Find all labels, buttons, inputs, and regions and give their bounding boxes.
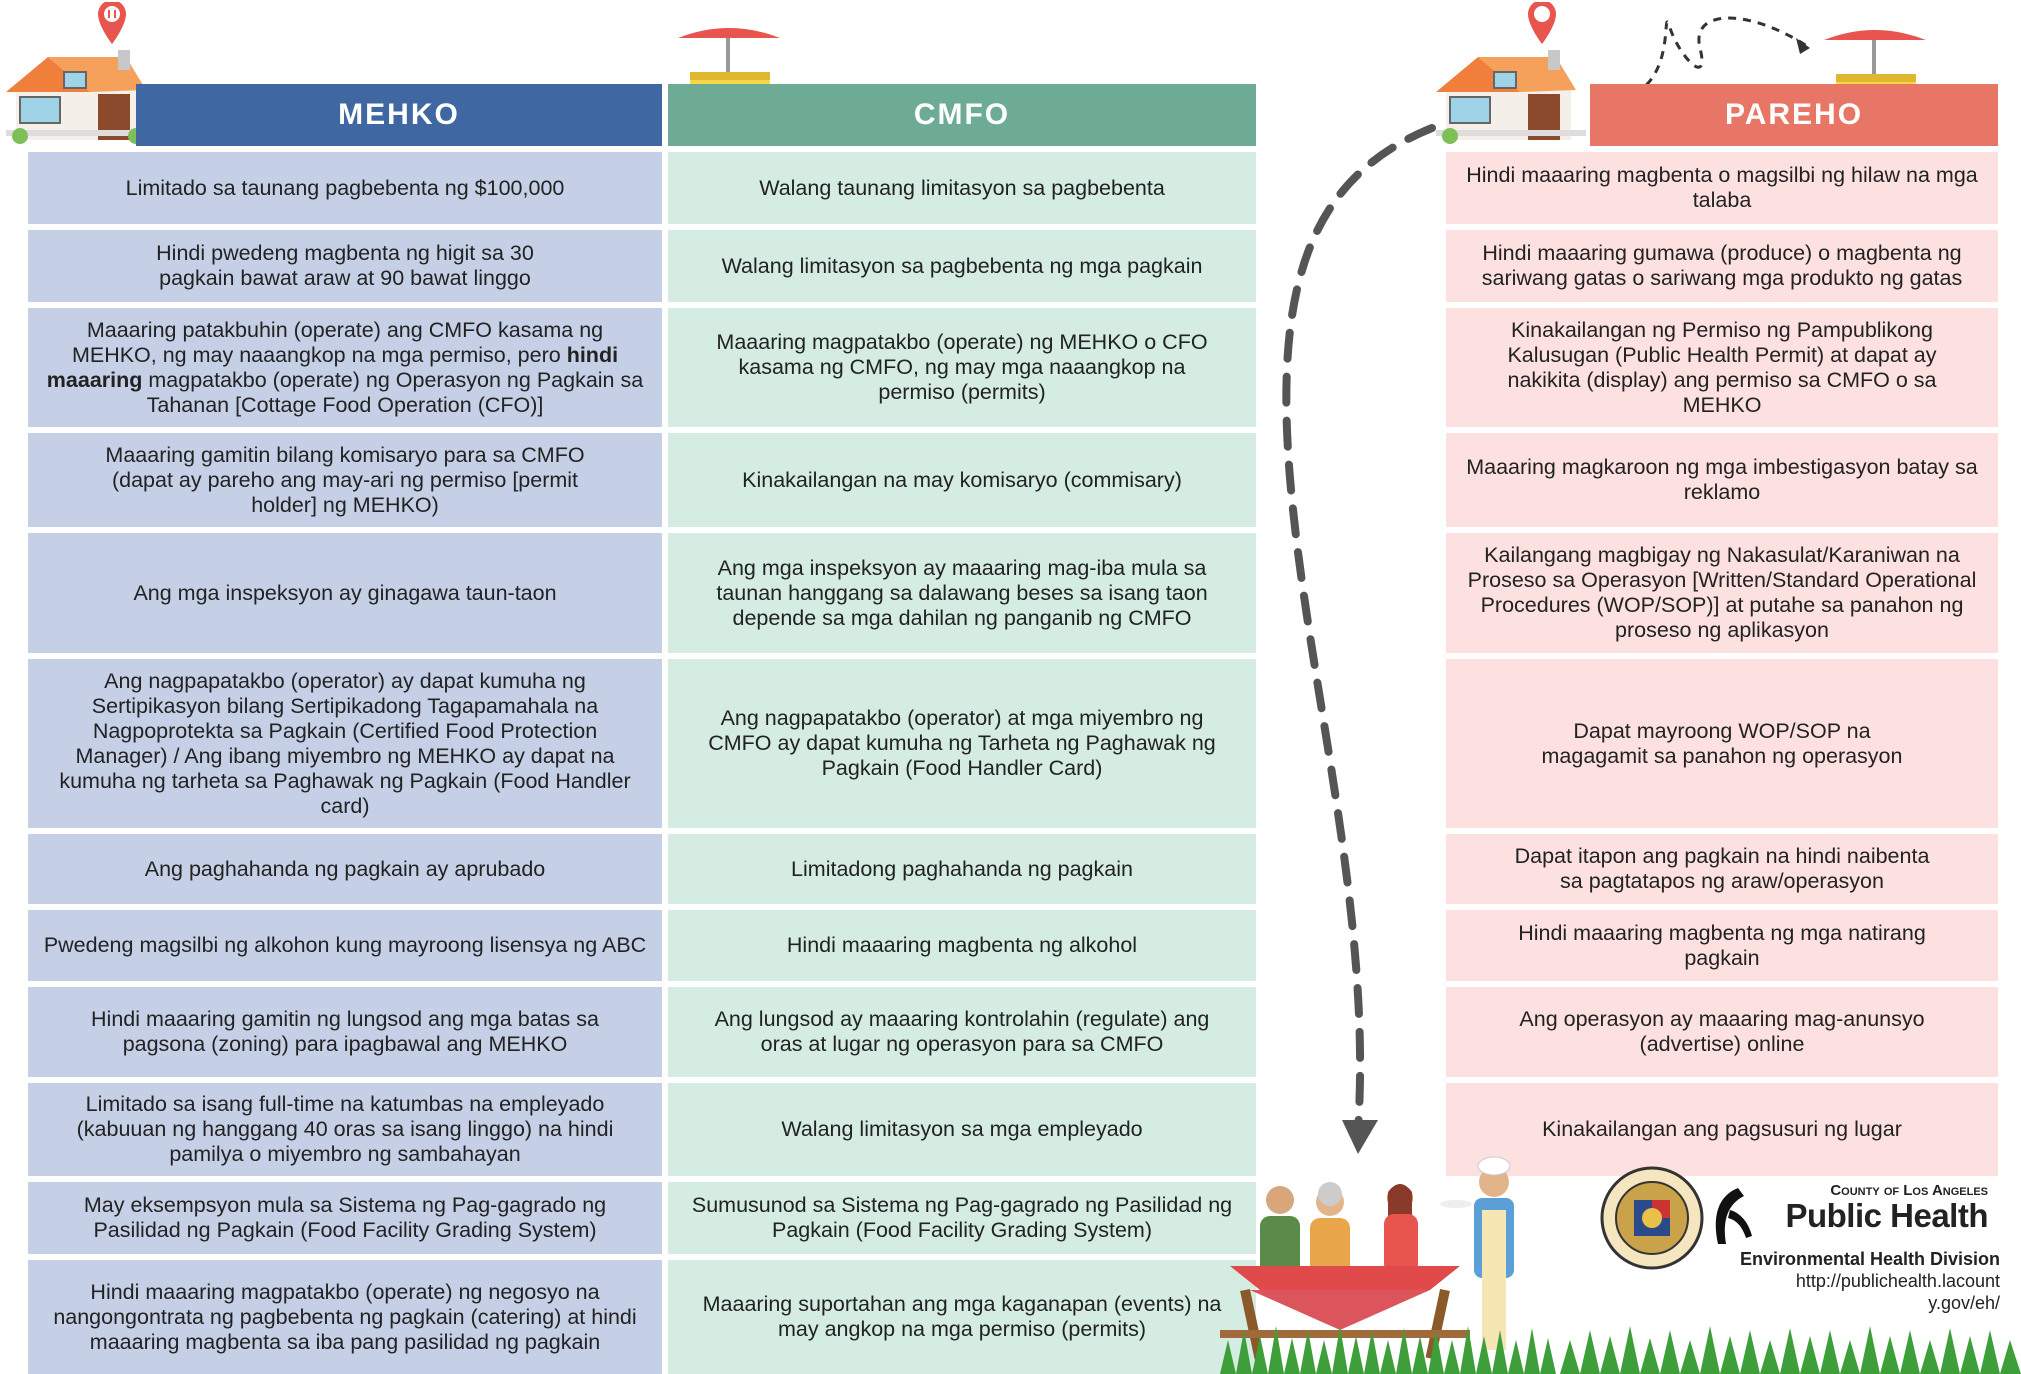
mehko-row-1: Limitado sa taunang pagbebenta ng $100,0… [28,152,662,224]
cmfo-row-2: Walang limitasyon sa pagbebenta ng mga p… [668,230,1256,302]
mehko-row-9: Hindi maaaring gamitin ng lungsod ang mg… [28,987,662,1077]
url-text[interactable]: http://publichealth.lacounty.gov/eh/ [1795,1271,2000,1313]
pareho-row-4: Maaaring magkaroon ng mga imbestigasyon … [1446,433,1998,527]
header-cmfo: CMFO [668,84,1256,146]
county-seal-icon [1600,1166,1704,1270]
pareho-row-7: Dapat itapon ang pagkain na hindi naiben… [1446,834,1998,904]
pareho-row-10: Kinakailangan ang pagsusuri ng lugar [1446,1083,1998,1176]
public-health-logo: County of Los Angeles Public Health Envi… [1708,1182,2000,1314]
cmfo-row-12: Maaaring suportahan ang mga kaganapan (e… [668,1260,1256,1374]
mehko-row-3-pre: Maaaring patakbuhin (operate) ang CMFO k… [71,317,604,367]
cmfo-row-3: Maaaring magpatakbo (operate) ng MEHKO o… [668,308,1256,427]
grass-strip [1560,1326,2021,1374]
mehko-row-7: Ang paghahanda ng pagkain ay aprubado [28,834,662,904]
pareho-row-9: Ang operasyon ay maaaring mag-anunsyo (a… [1446,987,1998,1077]
cmfo-row-4: Kinakailangan na may komisaryo (commisar… [668,433,1256,527]
mehko-row-2: Hindi pwedeng magbenta ng higit sa 30 pa… [28,230,662,302]
cmfo-row-7: Limitadong paghahanda ng pagkain [668,834,1256,904]
curved-dashed-arrow-icon [1282,124,1436,1154]
header-pareho: PAREHO [1590,84,1998,146]
house-icon-right [1436,2,1586,144]
mehko-row-6: Ang nagpapatakbo (operator) ay dapat kum… [28,659,662,828]
public-health-mark-icon [1715,1188,1752,1244]
mehko-row-3-post: magpatakbo (operate) ng Operasyon ng Pag… [142,367,644,417]
pareho-column: Hindi maaaring magbenta o magsilbi ng hi… [1446,0,1998,1374]
pareho-row-2: Hindi maaaring gumawa (produce) o magben… [1446,230,1998,302]
people-picnic-illustration [1220,1156,1556,1374]
cmfo-row-8: Hindi maaaring magbenta ng alkohol [668,910,1256,981]
mehko-row-3-bold: hindi maaaring [46,342,619,392]
mehko-row-12: Hindi maaaring magpatakbo (operate) ng n… [28,1260,662,1374]
mehko-row-4: Maaaring gamitin bilang komisaryo para s… [28,433,662,527]
mehko-row-3: Maaaring patakbuhin (operate) ang CMFO k… [28,308,662,427]
pareho-row-8: Hindi maaaring magbenta ng mga natirang … [1446,910,1998,981]
public-health-text: Public Health [1785,1197,1988,1234]
mehko-row-8: Pwedeng magsilbi ng alkohon kung mayroon… [28,910,662,981]
division-text: Environmental Health Division [1739,1249,2000,1269]
cmfo-row-11: Sumusunod sa Sistema ng Pag-gagrado ng P… [668,1182,1256,1254]
pareho-row-1: Hindi maaaring magbenta o magsilbi ng hi… [1446,152,1998,224]
header-mehko: MEHKO [136,84,662,146]
pareho-row-6: Dapat mayroong WOP/SOP na magagamit sa p… [1446,659,1998,828]
house-icon [6,2,156,144]
mehko-row-5: Ang mga inspeksyon ay ginagawa taun-taon [28,533,662,653]
pareho-row-3: Kinakailangan ng Permiso ng Pampublikong… [1446,308,1998,427]
cmfo-row-9: Ang lungsod ay maaaring kontrolahin (reg… [668,987,1256,1077]
mehko-column: Limitado sa taunang pagbebenta ng $100,0… [28,0,662,1374]
dashed-arrow-icon [1619,16,1811,100]
cmfo-row-10: Walang limitasyon sa mga empleyado [668,1083,1256,1176]
mehko-row-11: May eksempsyon mula sa Sistema ng Pag-ga… [28,1182,662,1254]
county-small-text: County of Los Angeles [1830,1182,1988,1199]
mehko-row-10: Limitado sa isang full-time na katumbas … [28,1083,662,1176]
cmfo-row-6: Ang nagpapatakbo (operator) at mga miyem… [668,659,1256,828]
cmfo-column: Walang taunang limitasyon sa pagbebenta … [668,0,1256,1374]
cmfo-row-1: Walang taunang limitasyon sa pagbebenta [668,152,1256,224]
cmfo-row-5: Ang mga inspeksyon ay maaaring mag-iba m… [668,533,1256,653]
pareho-row-5: Kailangang magbigay ng Nakasulat/Karaniw… [1446,533,1998,653]
